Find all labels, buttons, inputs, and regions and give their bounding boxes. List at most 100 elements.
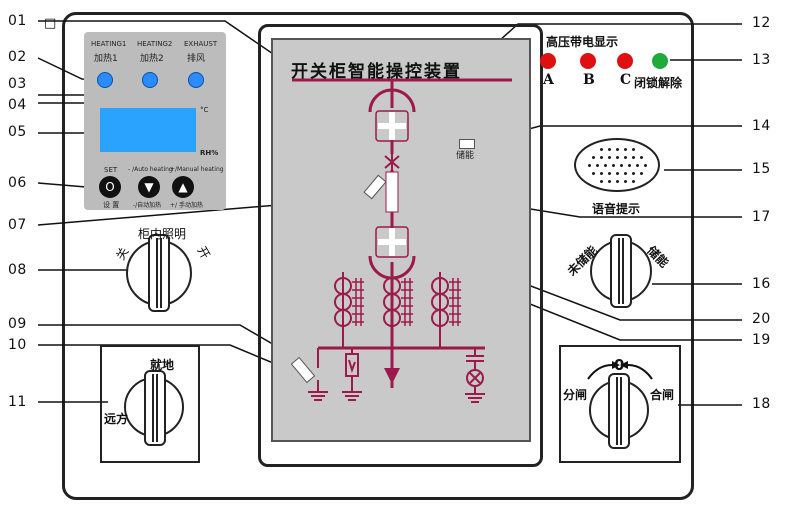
isolator-07 bbox=[363, 174, 387, 200]
storage-knob-handle[interactable] bbox=[610, 234, 632, 308]
callout-06: 06 bbox=[8, 175, 27, 191]
cabinet-light-knob-slot bbox=[156, 238, 162, 308]
phase-b-led bbox=[580, 53, 596, 69]
breaker-symbol bbox=[385, 171, 399, 213]
speaker-hole bbox=[619, 164, 623, 167]
callout-14: 14 bbox=[752, 118, 771, 134]
speaker-hole bbox=[631, 148, 635, 151]
local-remote-box bbox=[100, 345, 200, 463]
exhaust-indicator bbox=[188, 72, 204, 88]
manual-heating-label: +/Manual heating bbox=[170, 166, 224, 173]
callout-16: 16 bbox=[752, 276, 771, 292]
callout-02: 02 bbox=[8, 49, 27, 65]
speaker-hole bbox=[635, 164, 639, 167]
up-button[interactable]: ▲ bbox=[172, 176, 194, 198]
remote-label: 远方 bbox=[104, 412, 129, 426]
callout-17: 17 bbox=[752, 209, 771, 225]
cabinet-light-knob-handle[interactable] bbox=[148, 234, 170, 312]
speaker-hole bbox=[607, 172, 611, 175]
surge-arrester bbox=[342, 348, 362, 401]
callout-08: 08 bbox=[8, 262, 27, 278]
rotation-arrows bbox=[587, 361, 653, 380]
exhaust-label-cn: 排风 bbox=[187, 54, 206, 64]
voice-prompt-label: 语音提示 bbox=[592, 202, 641, 216]
corner-mark: □ bbox=[44, 16, 57, 31]
speaker-hole bbox=[615, 156, 619, 159]
callout-05: 05 bbox=[8, 124, 27, 140]
callout-09: 09 bbox=[8, 316, 27, 332]
set-label: SET bbox=[104, 166, 118, 174]
phase-b-label: B bbox=[583, 72, 595, 88]
unlock-led bbox=[652, 53, 668, 69]
speaker-hole bbox=[603, 164, 607, 167]
speaker-hole bbox=[591, 172, 595, 175]
local-remote-knob-handle[interactable] bbox=[144, 370, 166, 446]
load-arrow bbox=[384, 368, 400, 384]
temp-humidity-display bbox=[100, 108, 196, 152]
speaker-hole bbox=[591, 156, 595, 159]
set-button[interactable]: O bbox=[99, 176, 121, 198]
voice-speaker bbox=[574, 138, 660, 192]
speaker-hole bbox=[615, 172, 619, 175]
open-close-knob-slot bbox=[616, 377, 622, 445]
local-label: 就地 bbox=[150, 358, 175, 372]
speaker-hole bbox=[607, 180, 611, 183]
callout-11: 11 bbox=[8, 394, 27, 410]
cabinet-light-label: 柜内照明 bbox=[138, 227, 187, 241]
speaker-hole bbox=[607, 156, 611, 159]
open-label: 分闸 bbox=[563, 388, 588, 402]
speaker-hole bbox=[631, 156, 635, 159]
speaker-hole bbox=[615, 148, 619, 151]
callout-12: 12 bbox=[752, 15, 771, 31]
heating2-label-cn: 加热2 bbox=[140, 54, 164, 64]
upper-plug bbox=[378, 112, 406, 140]
close-label: 合闸 bbox=[650, 388, 675, 402]
callout-01: 01 bbox=[8, 13, 27, 29]
up-cn-label: +/ 手动加热 bbox=[170, 202, 203, 209]
phase-a-label: A bbox=[543, 72, 554, 88]
callout-04: 04 bbox=[8, 97, 27, 113]
auto-heating-label: - /Auto heating bbox=[128, 166, 173, 173]
speaker-hole bbox=[599, 148, 603, 151]
speaker-hole bbox=[631, 172, 635, 175]
speaker-hole bbox=[599, 156, 603, 159]
phase-c-label: C bbox=[620, 72, 632, 88]
speaker-hole bbox=[587, 164, 591, 167]
open-close-knob-handle[interactable] bbox=[608, 373, 630, 449]
earthing-switch bbox=[308, 348, 328, 401]
heating1-label-en: HEATING1 bbox=[91, 40, 127, 48]
speaker-hole bbox=[611, 164, 615, 167]
local-remote-knob-slot bbox=[152, 374, 158, 442]
callout-10: 10 bbox=[8, 337, 27, 353]
down-button[interactable]: ▼ bbox=[138, 176, 160, 198]
speaker-hole bbox=[599, 180, 603, 183]
live-indicator bbox=[465, 348, 485, 403]
open-close-box bbox=[559, 345, 681, 463]
speaker-grille bbox=[574, 138, 660, 192]
down-cn-label: -/自动加热 bbox=[133, 202, 162, 209]
phase-c-led bbox=[617, 53, 633, 69]
callout-03: 03 bbox=[8, 76, 27, 92]
callout-13: 13 bbox=[752, 52, 771, 68]
speaker-hole bbox=[639, 156, 643, 159]
callout-18: 18 bbox=[752, 396, 771, 412]
heating2-indicator bbox=[142, 72, 158, 88]
speaker-hole bbox=[607, 148, 611, 151]
speaker-hole bbox=[643, 164, 647, 167]
storage-label: 储能 bbox=[456, 151, 475, 161]
callout-19: 19 bbox=[752, 332, 771, 348]
callout-15: 15 bbox=[752, 161, 771, 177]
heating1-indicator bbox=[97, 72, 113, 88]
speaker-hole bbox=[615, 180, 619, 183]
speaker-hole bbox=[623, 172, 627, 175]
heating1-label-cn: 加热1 bbox=[94, 54, 118, 64]
earth-star bbox=[384, 154, 400, 170]
storage-indicator bbox=[459, 139, 475, 149]
callout-20: 20 bbox=[752, 311, 771, 327]
main-display-frame bbox=[258, 24, 543, 467]
unit-rh: RH% bbox=[200, 149, 219, 157]
speaker-hole bbox=[623, 180, 627, 183]
unlock-label: 闭锁解除 bbox=[634, 76, 683, 90]
exhaust-label-en: EXHAUST bbox=[184, 40, 218, 48]
speaker-hole bbox=[623, 156, 627, 159]
